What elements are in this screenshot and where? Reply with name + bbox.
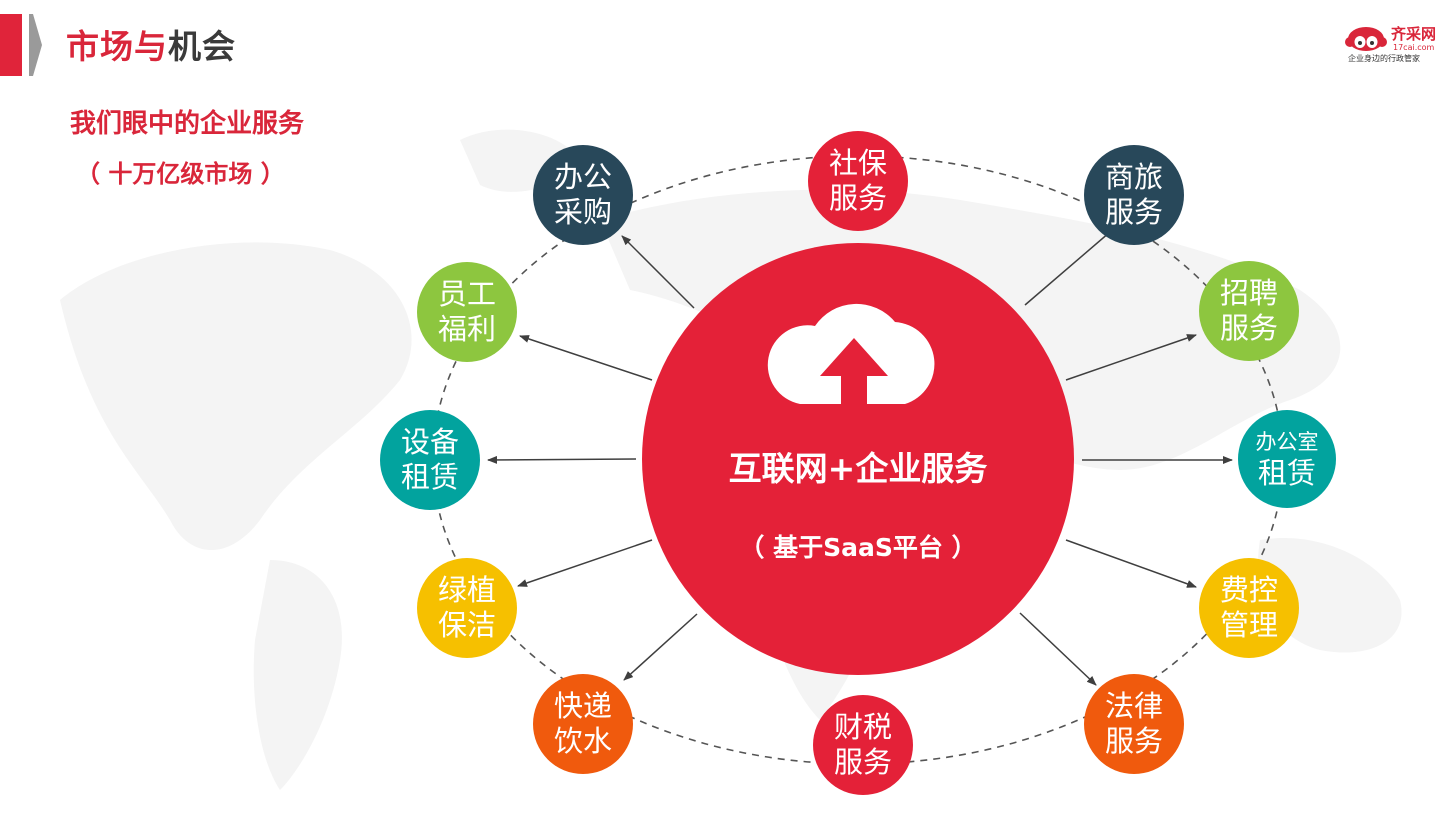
node-caishui-line2: 服务 (833, 745, 892, 779)
node-shebei: 设备 租赁 (380, 410, 480, 510)
node-shebao-line1: 社保 (828, 146, 887, 180)
node-shanglv-line1: 商旅 (1104, 160, 1163, 194)
node-feikong-line1: 费控 (1219, 573, 1278, 607)
hub-subtitle: （ 基于SaaS平台 ） (739, 533, 977, 562)
section-subtitle-note: （ 十万亿级市场 ） (76, 160, 285, 188)
node-zhaopin-line2: 服务 (1219, 311, 1278, 345)
node-shebao-line2: 服务 (828, 181, 887, 215)
node-lvzhi-line1: 绿植 (437, 573, 496, 607)
node-shanglv-line2: 服务 (1104, 195, 1163, 229)
node-caishui: 财税 服务 (813, 695, 913, 795)
node-shanglv: 商旅 服务 (1084, 145, 1184, 245)
hub-title: 互联网+企业服务 (728, 449, 988, 488)
hub-circle (642, 243, 1074, 675)
monkey-face-icon (1345, 27, 1387, 51)
header-accent-bar (0, 14, 22, 76)
node-zhaopin: 招聘 服务 (1199, 261, 1299, 361)
node-shebei-line1: 设备 (400, 425, 459, 459)
node-kuaidi-line2: 饮水 (553, 724, 612, 758)
node-kuaidi-line1: 快递 (553, 689, 612, 723)
node-falv-line1: 法律 (1104, 689, 1163, 723)
cloud-upload-icon (767, 303, 935, 404)
page-title-part-1: 市场与 (66, 27, 168, 66)
node-feikong-line2: 管理 (1219, 608, 1278, 642)
page-title: 市场与机会 (66, 24, 236, 70)
node-lvzhi: 绿植 保洁 (417, 558, 517, 658)
arrow-to-kuaidi (623, 613, 698, 681)
node-shebao: 社保 服务 (808, 131, 908, 231)
node-zhaopin-line1: 招聘 (1219, 276, 1278, 310)
arrow-to-shebei (487, 455, 637, 464)
node-bangongshi: 办公室 租赁 (1238, 410, 1336, 508)
section-subtitle: 我们眼中的企业服务 (70, 109, 305, 139)
node-feikong: 费控 管理 (1199, 558, 1299, 658)
node-bangong-line2: 采购 (553, 195, 612, 229)
node-bangongshi-line2: 租赁 (1257, 455, 1316, 490)
logo-domain: 17cai.com (1393, 43, 1435, 52)
arrow-to-lvzhi (517, 539, 653, 587)
node-kuaidi: 快递 饮水 (533, 674, 633, 774)
node-yuangong-line1: 员工 (437, 277, 496, 311)
logo-name: 齐采网 (1391, 25, 1437, 43)
node-caishui-line1: 财税 (833, 710, 892, 744)
arrow-to-falv (1019, 612, 1097, 686)
arrow-to-yuangong (519, 335, 653, 381)
node-lvzhi-line2: 保洁 (437, 608, 496, 642)
node-yuangong: 员工 福利 (417, 262, 517, 362)
arrow-to-bangong (621, 235, 695, 309)
connector-arrows (487, 219, 1233, 686)
node-bangong: 办公 采购 (533, 145, 633, 245)
brand-logo: 齐采网 17cai.com 企业身边的行政管家 (1344, 24, 1440, 66)
header-chevron-icon (29, 14, 42, 76)
node-shebei-line2: 租赁 (400, 460, 459, 494)
node-bangong-line1: 办公 (553, 160, 612, 194)
node-yuangong-line2: 福利 (437, 312, 496, 346)
page-title-part-2: 机会 (168, 27, 236, 66)
node-falv-line2: 服务 (1104, 724, 1163, 758)
node-bangongshi-line1: 办公室 (1255, 429, 1319, 454)
node-falv: 法律 服务 (1084, 674, 1184, 774)
arrow-to-feikong (1065, 539, 1197, 588)
logo-tagline: 企业身边的行政管家 (1348, 54, 1420, 63)
arrow-to-zhaopin (1065, 334, 1197, 381)
